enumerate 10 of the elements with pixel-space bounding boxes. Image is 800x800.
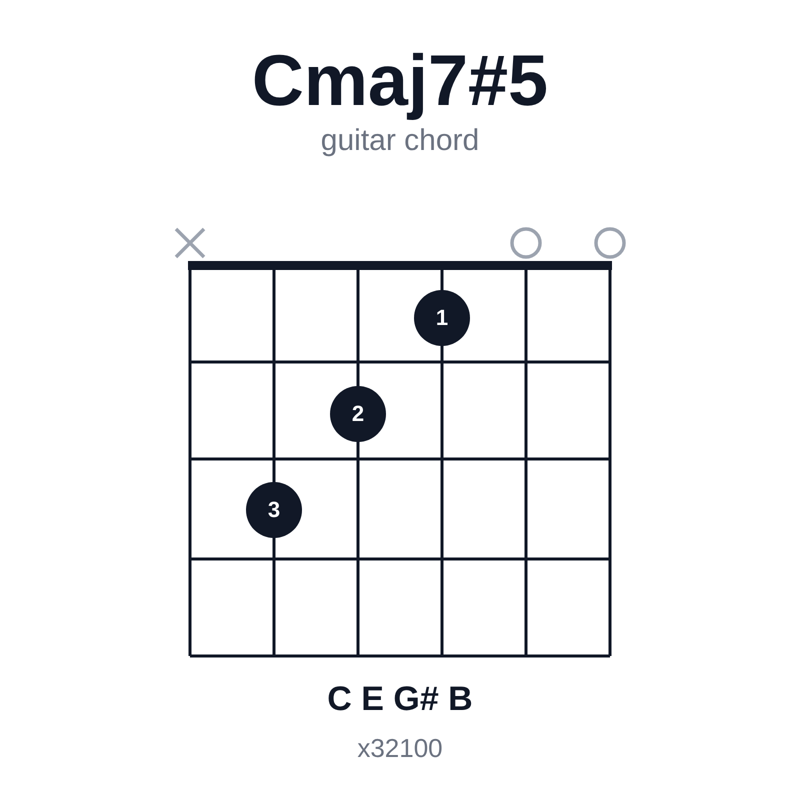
open-string-icon bbox=[593, 226, 627, 260]
finger-dot: 3 bbox=[246, 482, 302, 538]
chord-title: Cmaj7#5 bbox=[252, 40, 548, 122]
chord-subtitle: guitar chord bbox=[320, 124, 480, 158]
open-string-icon bbox=[509, 226, 543, 260]
muted-string-icon bbox=[173, 226, 207, 260]
finger-dot: 1 bbox=[414, 290, 470, 346]
fret-pattern: x32100 bbox=[357, 733, 443, 764]
finger-dot: 2 bbox=[330, 386, 386, 442]
chord-notes: C E G# B bbox=[327, 680, 473, 719]
